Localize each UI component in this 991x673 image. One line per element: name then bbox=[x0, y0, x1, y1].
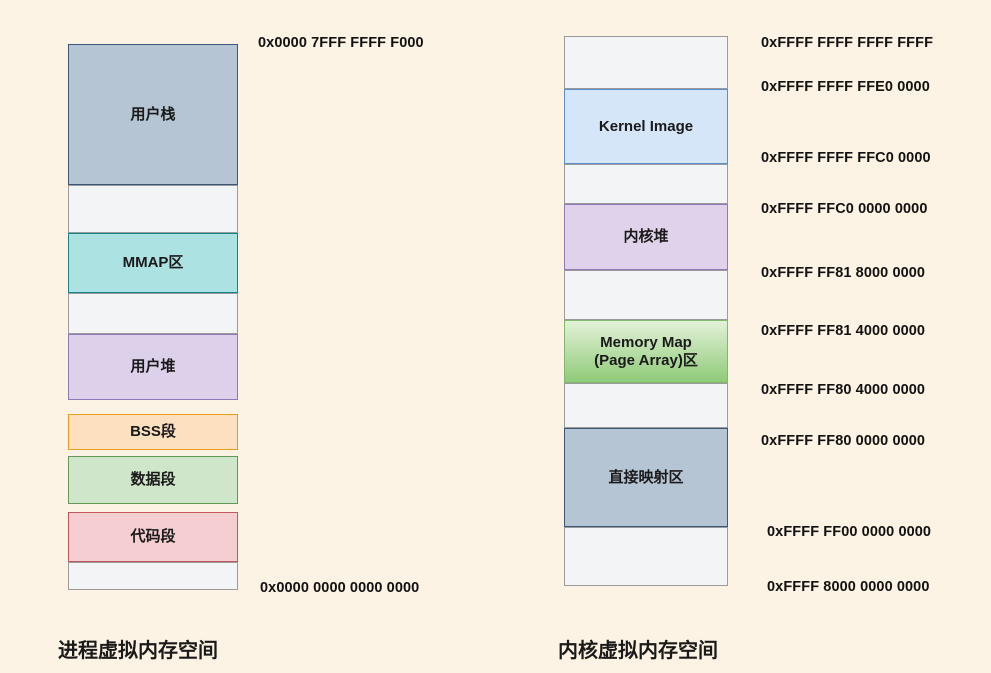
block-kernel-heap: 内核堆 bbox=[564, 204, 728, 270]
block-kernel-gap-heap-map bbox=[564, 270, 728, 320]
kernel-address-4: 0xFFFF FF81 8000 0000 bbox=[761, 265, 926, 281]
block-user-stack: 用户栈 bbox=[68, 44, 238, 185]
block-gap-bottom bbox=[68, 562, 238, 590]
block-mmap-region: MMAP区 bbox=[68, 233, 238, 293]
process-top-address: 0x0000 7FFF FFFF F000 bbox=[258, 35, 424, 51]
process-bottom-address: 0x0000 0000 0000 0000 bbox=[260, 580, 420, 596]
process-memory-column: 用户栈 MMAP区 用户堆 BSS段 数据段 代码段 bbox=[68, 44, 238, 590]
block-gap-mmap-heap bbox=[68, 293, 238, 334]
kernel-address-2: 0xFFFF FFFF FFC0 0000 bbox=[761, 150, 931, 166]
block-kernel-gap-bottom bbox=[564, 527, 728, 586]
block-kernel-gap-image-heap bbox=[564, 164, 728, 204]
block-user-heap: 用户堆 bbox=[68, 334, 238, 400]
block-code-segment: 代码段 bbox=[68, 512, 238, 562]
kernel-diagram-caption: 内核虚拟内存空间 bbox=[558, 640, 718, 662]
block-data-segment: 数据段 bbox=[68, 456, 238, 504]
kernel-address-3: 0xFFFF FFC0 0000 0000 bbox=[761, 201, 928, 217]
block-bss-segment: BSS段 bbox=[68, 414, 238, 450]
kernel-address-6: 0xFFFF FF80 4000 0000 bbox=[761, 382, 926, 398]
block-gap-stack-mmap bbox=[68, 185, 238, 233]
block-kernel-gap-map-direct bbox=[564, 383, 728, 428]
kernel-address-8: 0xFFFF FF00 0000 0000 bbox=[767, 524, 932, 540]
block-kernel-image: Kernel Image bbox=[564, 89, 728, 164]
kernel-address-0: 0xFFFF FFFF FFFF FFFF bbox=[761, 35, 934, 51]
block-kernel-gap-top bbox=[564, 36, 728, 89]
block-memory-map-page-array: Memory Map (Page Array)区 bbox=[564, 320, 728, 383]
block-direct-mapping-region: 直接映射区 bbox=[564, 428, 728, 527]
kernel-address-7: 0xFFFF FF80 0000 0000 bbox=[761, 433, 926, 449]
kernel-address-5: 0xFFFF FF81 4000 0000 bbox=[761, 323, 926, 339]
kernel-memory-column: Kernel Image 内核堆 Memory Map (Page Array)… bbox=[564, 36, 728, 586]
kernel-address-1: 0xFFFF FFFF FFE0 0000 bbox=[761, 79, 930, 95]
kernel-address-9: 0xFFFF 8000 0000 0000 bbox=[767, 579, 930, 595]
process-diagram-caption: 进程虚拟内存空间 bbox=[58, 640, 218, 662]
